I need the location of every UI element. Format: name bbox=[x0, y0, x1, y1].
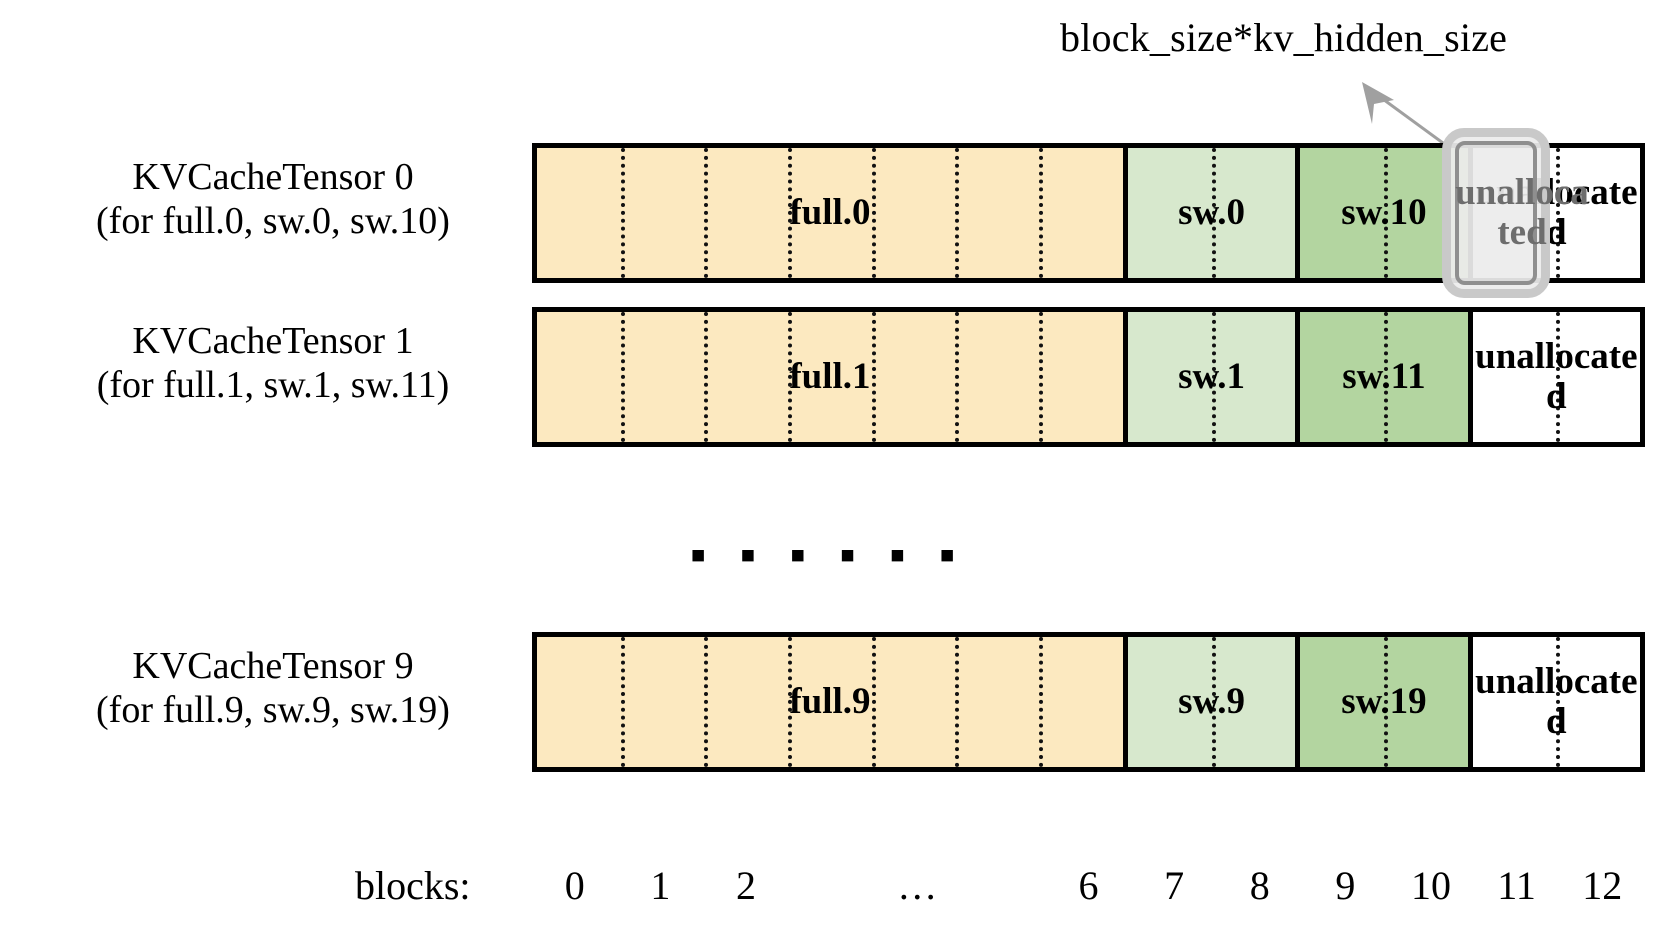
blocks-axis-tick-label: 12 bbox=[1582, 863, 1623, 908]
row-caption-line1: KVCacheTensor 0 bbox=[132, 156, 414, 198]
tensor-cell-unallocated[interactable]: unallocated bbox=[1467, 312, 1641, 442]
row-caption-kvcachetensor-1: KVCacheTensor 1 (for full.1, sw.1, sw.11… bbox=[38, 319, 508, 408]
vertical-ellipsis: ▪ ▪ ▪ ▪ ▪ ▪ bbox=[690, 529, 967, 580]
tensor-cell-sw-0[interactable]: sw.0 bbox=[1122, 148, 1296, 278]
block-divider bbox=[788, 312, 793, 442]
tensor-cell-sw-1[interactable]: sw.1 bbox=[1122, 312, 1296, 442]
tensor-cell-label: full.0 bbox=[789, 192, 871, 234]
block-divider bbox=[955, 148, 960, 278]
block-divider bbox=[871, 637, 876, 767]
block-divider bbox=[704, 312, 709, 442]
tensor-cell-sw-19[interactable]: sw.19 bbox=[1295, 637, 1468, 767]
block-divider bbox=[788, 148, 793, 278]
highlight-inner-border bbox=[1455, 141, 1537, 285]
tensor-cell-label: unallocated bbox=[1475, 661, 1638, 742]
blocks-axis-tick-label: 2 bbox=[736, 863, 757, 908]
block-divider bbox=[1556, 637, 1561, 767]
tensor-cell-full-0[interactable]: full.0 bbox=[537, 148, 1123, 278]
block-divider bbox=[788, 637, 793, 767]
blocks-axis-tick-label: 9 bbox=[1335, 863, 1356, 908]
blocks-axis-tick-label: 11 bbox=[1497, 863, 1536, 908]
block-divider bbox=[1039, 312, 1044, 442]
block-divider bbox=[1039, 148, 1044, 278]
block-divider bbox=[1383, 637, 1388, 767]
row-caption-line2: (for full.0, sw.0, sw.10) bbox=[96, 200, 450, 243]
block-divider bbox=[704, 148, 709, 278]
row-caption-line2: (for full.9, sw.9, sw.19) bbox=[96, 689, 450, 732]
block-divider bbox=[704, 637, 709, 767]
tensor-row-kvcachetensor-9: full.9 sw.9 sw.19 unallocated bbox=[532, 632, 1645, 772]
block-divider bbox=[955, 312, 960, 442]
tensor-row-kvcachetensor-1: full.1 sw.1 sw.11 unallocated bbox=[532, 307, 1645, 447]
block-divider bbox=[871, 312, 876, 442]
block-divider bbox=[955, 637, 960, 767]
tensor-cell-sw-9[interactable]: sw.9 bbox=[1122, 637, 1296, 767]
block-divider bbox=[620, 148, 625, 278]
blocks-axis-title: blocks: bbox=[355, 863, 471, 908]
tensor-cell-label: sw.10 bbox=[1341, 192, 1427, 234]
blocks-axis-tick-label: 7 bbox=[1164, 863, 1185, 908]
tensor-cell-label: sw.11 bbox=[1342, 356, 1426, 398]
block-divider bbox=[620, 637, 625, 767]
tensor-cell-label: sw.19 bbox=[1341, 681, 1427, 723]
blocks-axis-tick-label: 1 bbox=[650, 863, 671, 908]
block-divider bbox=[1556, 312, 1561, 442]
block-divider bbox=[1211, 312, 1216, 442]
block-divider bbox=[1211, 637, 1216, 767]
tensor-cell-label: sw.0 bbox=[1178, 192, 1245, 234]
row-caption-line2: (for full.1, sw.1, sw.11) bbox=[96, 364, 450, 407]
row-caption-line1: KVCacheTensor 1 bbox=[132, 320, 414, 362]
tensor-cell-label: sw.1 bbox=[1178, 356, 1245, 398]
highlight-selection-block-11[interactable] bbox=[1442, 128, 1550, 298]
block-divider bbox=[1039, 637, 1044, 767]
blocks-axis-tick-label: 6 bbox=[1078, 863, 1099, 908]
block-divider bbox=[1383, 312, 1388, 442]
tensor-cell-label: unallocated bbox=[1475, 336, 1638, 417]
row-caption-kvcachetensor-0: KVCacheTensor 0 (for full.0, sw.0, sw.10… bbox=[38, 155, 508, 244]
block-divider bbox=[871, 148, 876, 278]
block-divider bbox=[620, 312, 625, 442]
tensor-cell-full-1[interactable]: full.1 bbox=[537, 312, 1123, 442]
block-divider bbox=[1211, 148, 1216, 278]
tensor-cell-label: full.9 bbox=[789, 681, 871, 723]
tensor-cell-label: full.1 bbox=[789, 356, 871, 398]
annotation-label-block-size: block_size*kv_hidden_size bbox=[1060, 15, 1508, 60]
blocks-axis-tick-label: … bbox=[897, 863, 938, 908]
blocks-axis-tick-label: 10 bbox=[1410, 863, 1451, 908]
tensor-cell-label: sw.9 bbox=[1178, 681, 1245, 723]
tensor-cell-sw-11[interactable]: sw.11 bbox=[1295, 312, 1468, 442]
block-divider bbox=[1383, 148, 1388, 278]
row-caption-line1: KVCacheTensor 9 bbox=[132, 645, 414, 687]
blocks-axis-tick-label: 8 bbox=[1249, 863, 1270, 908]
tensor-cell-full-9[interactable]: full.9 bbox=[537, 637, 1123, 767]
tensor-cell-unallocated[interactable]: unallocated bbox=[1467, 637, 1641, 767]
row-caption-kvcachetensor-9: KVCacheTensor 9 (for full.9, sw.9, sw.19… bbox=[38, 644, 508, 733]
tensor-cell-sw-10[interactable]: sw.10 bbox=[1295, 148, 1468, 278]
block-divider bbox=[1556, 148, 1561, 278]
blocks-axis-tick-label: 0 bbox=[564, 863, 585, 908]
